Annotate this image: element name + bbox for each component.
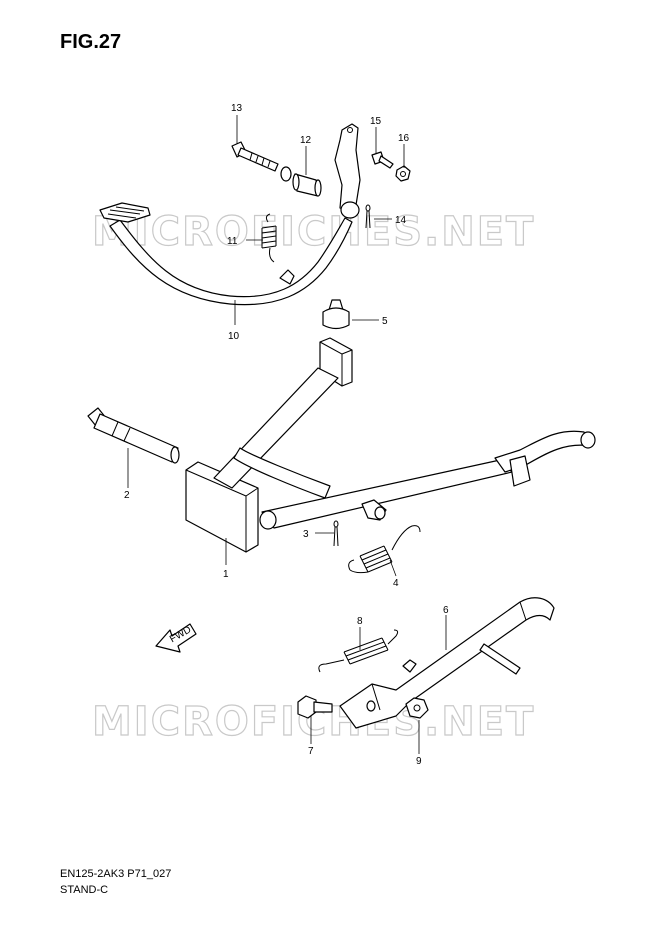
figure-title: FIG.27 <box>60 31 122 53</box>
callout-1: 1 <box>223 569 229 580</box>
part-3-cotter-pin[interactable] <box>333 520 339 547</box>
part-6-side-stand[interactable] <box>339 597 555 729</box>
callout-5: 5 <box>382 316 388 327</box>
callout-11: 11 <box>227 236 238 247</box>
callout-16: 16 <box>398 133 410 144</box>
part-2-pivot-shaft[interactable] <box>87 407 180 464</box>
callout-4: 4 <box>393 578 399 589</box>
part-11-spring[interactable] <box>261 213 277 263</box>
part-8-spring[interactable] <box>318 629 399 673</box>
part-7-bolt[interactable] <box>297 695 333 719</box>
fwd-arrow-icon: FWD <box>155 623 197 653</box>
callout-12: 12 <box>300 135 312 146</box>
part-5-stopper[interactable] <box>322 299 350 330</box>
callout-8: 8 <box>357 616 363 627</box>
callout-15: 15 <box>370 116 382 127</box>
part-9-nut[interactable] <box>405 697 429 719</box>
part-16-nut[interactable] <box>395 165 411 182</box>
part-10-brake-pedal[interactable] <box>99 123 361 306</box>
part-13-bolt[interactable] <box>231 141 279 172</box>
part-14-cotter-pin[interactable] <box>365 204 371 229</box>
part-1-center-stand[interactable] <box>185 337 596 553</box>
watermark-top: MICROFICHES.NET <box>92 209 535 255</box>
callout-13: 13 <box>231 103 243 114</box>
callout-2: 2 <box>124 490 130 501</box>
part-4-spring[interactable] <box>348 525 421 574</box>
leader-lines <box>127 115 447 754</box>
callout-numbers: 1 2 3 4 5 6 7 8 9 10 11 12 13 14 15 16 <box>124 103 449 767</box>
callout-3: 3 <box>303 529 309 540</box>
part-12-bushing[interactable] <box>280 166 322 197</box>
callout-14: 14 <box>395 215 407 226</box>
callout-7: 7 <box>308 746 314 757</box>
callout-10: 10 <box>228 331 240 342</box>
callout-9: 9 <box>416 756 422 767</box>
model-code: EN125-2AK3 P71_027 <box>60 868 172 880</box>
callout-6: 6 <box>443 605 449 616</box>
part-15-bolt[interactable] <box>371 151 394 169</box>
assembly-name: STAND-C <box>60 884 109 896</box>
